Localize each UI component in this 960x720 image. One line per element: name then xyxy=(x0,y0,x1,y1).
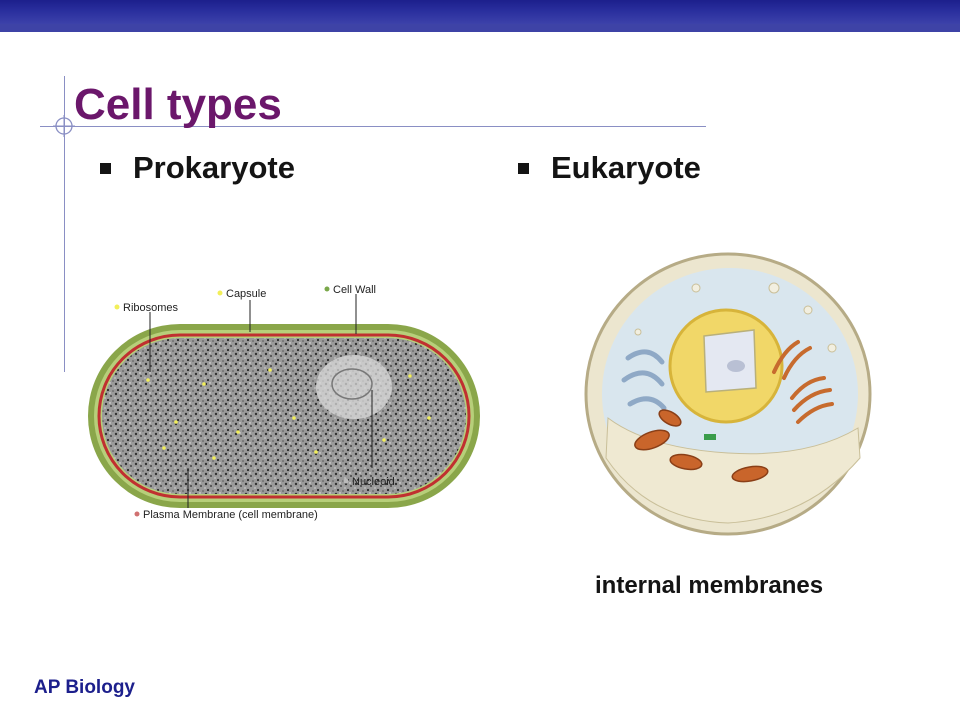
eukaryote-cell-diagram xyxy=(584,252,872,536)
bullet-eukaryote: Eukaryote xyxy=(518,150,701,186)
slide-title: Cell types xyxy=(74,80,282,129)
label-nucleoid: Nucleoid xyxy=(352,476,395,488)
plasma-membrane-layer xyxy=(97,333,471,499)
crosshair-circle-icon xyxy=(53,115,75,137)
prokaryote-cell-diagram: Ribosomes Capsule Cell Wall Nucleoid Pla… xyxy=(88,284,480,521)
golgi-apparatus xyxy=(772,340,834,424)
ribosomes-dot xyxy=(114,304,120,310)
label-plasma-membrane: Plasma Membrane (cell membrane) xyxy=(143,509,318,521)
label-capsule: Capsule xyxy=(226,288,266,300)
square-bullet-icon xyxy=(100,162,111,174)
ribosome-dots xyxy=(146,368,431,460)
nucleoid-region xyxy=(316,355,392,419)
mitochondria xyxy=(634,409,769,483)
footer-course-name: AP Biology xyxy=(34,677,135,698)
capsule-dot xyxy=(217,290,223,296)
nucleolus xyxy=(727,360,745,372)
label-cell-wall: Cell Wall xyxy=(333,284,376,296)
nucleoid-dot xyxy=(343,478,349,484)
rough-er xyxy=(621,349,667,411)
nucleus-interior xyxy=(703,329,757,393)
bullet-prokaryote-text: Prokaryote xyxy=(133,150,295,185)
nucleoid-region-inner xyxy=(331,368,373,400)
cutaway-wall xyxy=(605,417,861,524)
centriole xyxy=(704,434,716,440)
square-bullet-icon xyxy=(518,162,529,174)
vesicles xyxy=(634,282,837,353)
cell-wall-dot xyxy=(324,286,330,292)
bullet-eukaryote-text: Eukaryote xyxy=(551,150,701,185)
horizontal-guide-line xyxy=(40,126,706,127)
label-ribosomes: Ribosomes xyxy=(123,302,179,314)
cytoplasm xyxy=(102,338,466,494)
top-banner-band xyxy=(0,24,960,32)
bullet-prokaryote: Prokaryote xyxy=(100,150,295,186)
vertical-guide-line xyxy=(64,76,65,372)
top-banner xyxy=(0,0,960,32)
plasma-membrane-dot xyxy=(134,511,140,517)
eukaryote-caption: internal membranes xyxy=(595,572,824,599)
